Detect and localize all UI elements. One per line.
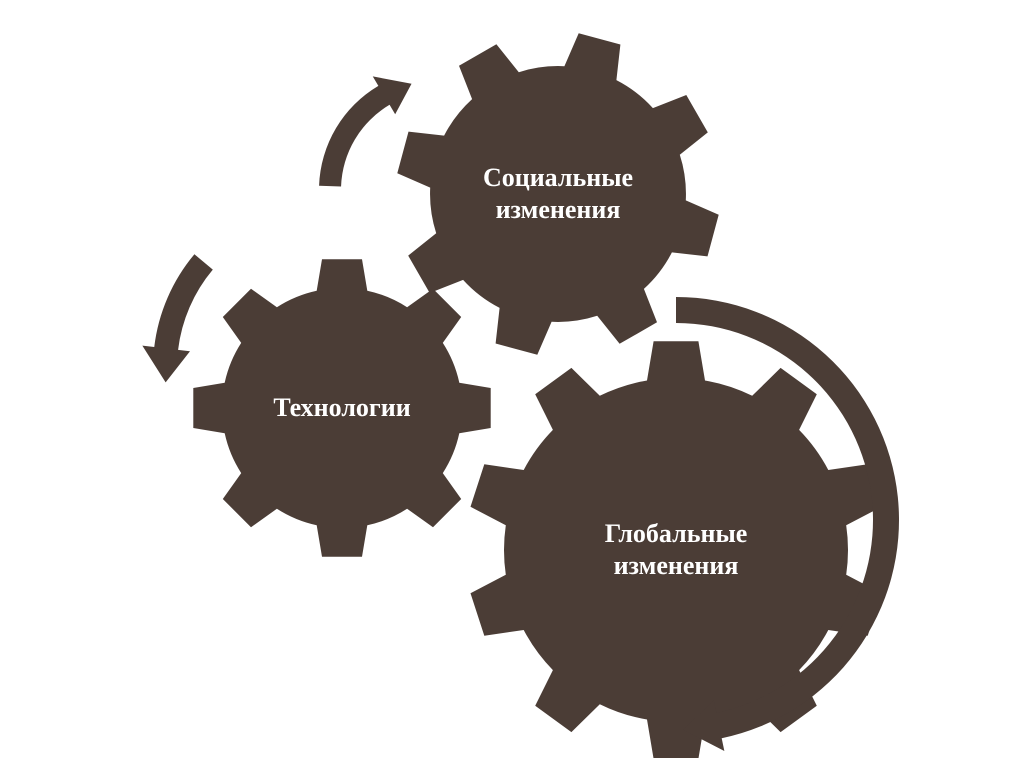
gear-label-tech: Технологии — [273, 392, 410, 424]
gear-label-social-line1: Социальные — [482, 163, 634, 192]
gear-technologies — [193, 259, 491, 557]
gear-social — [397, 33, 719, 355]
gear-global — [470, 341, 882, 758]
gear-label-social: Социальные изменения — [483, 162, 633, 226]
arrow-top — [319, 76, 412, 187]
arrow-left — [142, 254, 213, 383]
arrow-right — [676, 297, 899, 751]
gear-label-global-line2: изменения — [613, 551, 739, 580]
gear-label-tech-line1: Технологии — [273, 393, 411, 422]
gear-label-global: Глобальные изменения — [605, 518, 748, 582]
gear-label-social-line2: изменения — [495, 195, 621, 224]
gear-label-global-line1: Глобальные — [604, 519, 748, 548]
